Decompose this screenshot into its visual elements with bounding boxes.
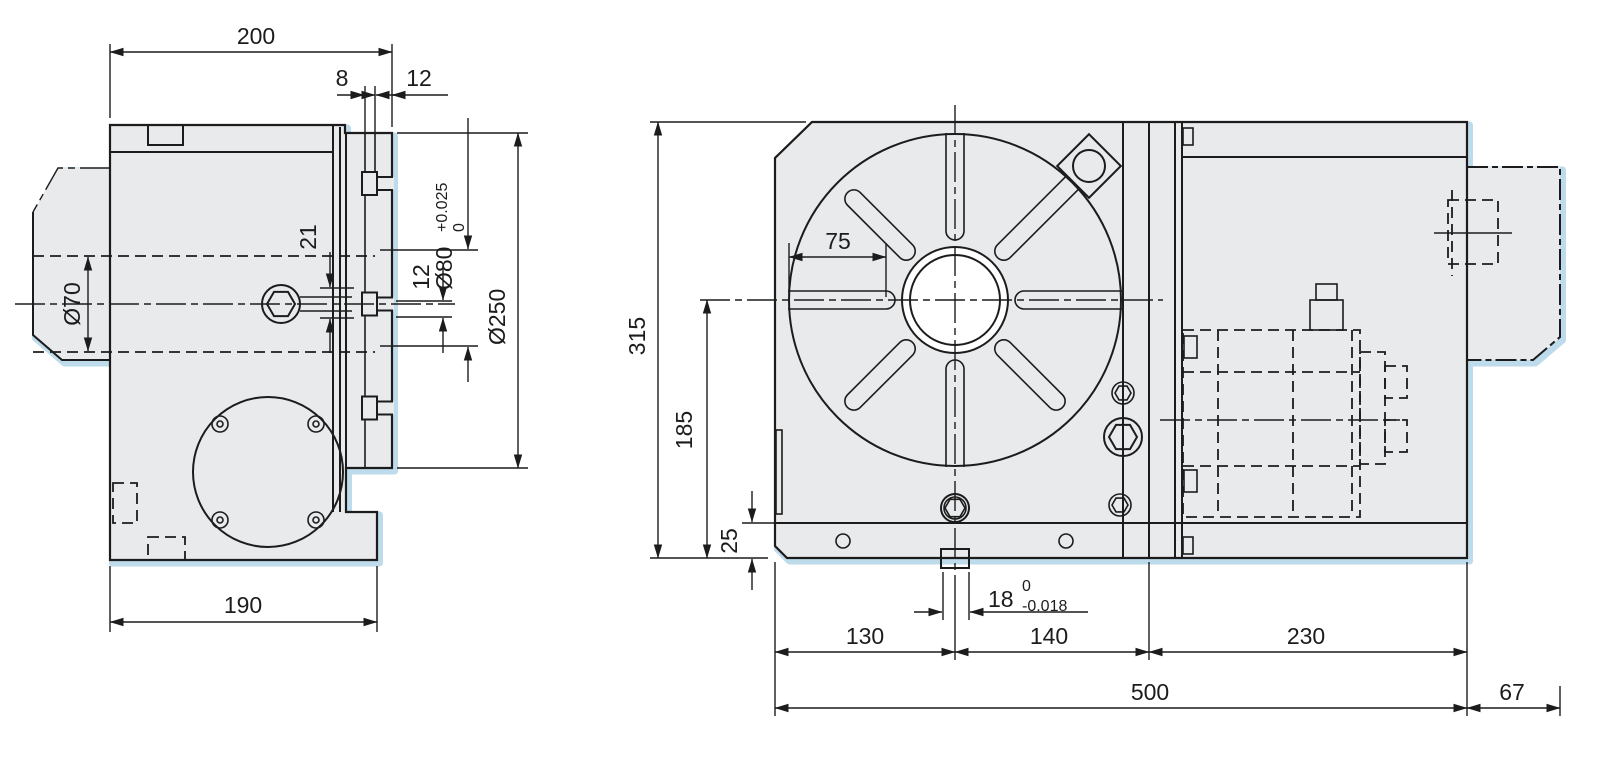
hex-screw bbox=[1108, 493, 1132, 517]
svg-text:0: 0 bbox=[451, 223, 468, 232]
front-mounting-tab bbox=[1466, 166, 1561, 361]
tab-connector bbox=[1434, 190, 1512, 276]
svg-text:Ø80: Ø80 bbox=[431, 247, 457, 290]
dim-500: 500 bbox=[1131, 679, 1169, 705]
base-hole bbox=[1058, 533, 1074, 549]
hex-screw bbox=[1111, 381, 1135, 405]
clamp-block bbox=[1055, 132, 1123, 200]
dim-12-slot: 12 bbox=[406, 65, 432, 91]
dim-table-250: Ø250 bbox=[484, 289, 510, 345]
t-slot-radial bbox=[1014, 290, 1122, 310]
front-view: 315 185 25 75 18 0 -0.018 bbox=[624, 105, 1566, 716]
t-slot-radial bbox=[844, 189, 917, 262]
dim-75: 75 bbox=[825, 228, 851, 254]
cover-screw bbox=[307, 511, 325, 529]
cover-screw bbox=[211, 511, 229, 529]
clamp-block-slot bbox=[993, 132, 1123, 262]
gear-cover-circle bbox=[192, 396, 344, 548]
dim-200: 200 bbox=[237, 23, 275, 49]
dim-140: 140 bbox=[1030, 623, 1068, 649]
drive-motor-hidden bbox=[1160, 283, 1408, 518]
locating-key bbox=[940, 548, 970, 569]
hex-plug bbox=[1103, 417, 1143, 457]
clamp-hole bbox=[1071, 149, 1106, 184]
dim-67: 67 bbox=[1499, 679, 1525, 705]
side-mounting-tab bbox=[32, 167, 110, 361]
svg-text:18: 18 bbox=[988, 586, 1014, 612]
side-view: 200 8 12 21 12 Ø70 bbox=[15, 23, 528, 632]
dim-315: 315 bbox=[624, 317, 650, 355]
dim-185: 185 bbox=[671, 411, 697, 449]
t-slot-radial bbox=[844, 338, 917, 411]
svg-text:-0.018: -0.018 bbox=[1022, 598, 1067, 615]
dim-spigot-80: Ø80 +0.025 0 bbox=[431, 183, 468, 290]
rotary-table-face bbox=[700, 105, 1163, 575]
front-fasteners bbox=[835, 381, 1143, 569]
dim-25: 25 bbox=[716, 528, 742, 554]
dim-bore-70: Ø70 bbox=[59, 282, 85, 325]
hex-bolt-center bbox=[940, 493, 970, 523]
dim-12-key: 12 bbox=[408, 264, 434, 290]
front-housing-body bbox=[773, 120, 1469, 560]
dim-8: 8 bbox=[336, 65, 349, 91]
dim-key-18: 18 0 -0.018 bbox=[988, 578, 1067, 615]
front-dimensions: 315 185 25 75 18 0 -0.018 bbox=[624, 121, 1561, 716]
dim-190: 190 bbox=[224, 592, 262, 618]
t-slot-profiles bbox=[361, 171, 394, 421]
svg-text:+0.025: +0.025 bbox=[434, 183, 451, 232]
dim-230: 230 bbox=[1287, 623, 1325, 649]
dim-130: 130 bbox=[846, 623, 884, 649]
dim-21: 21 bbox=[295, 224, 321, 250]
front-internal-edges bbox=[775, 122, 1467, 558]
t-slot bbox=[361, 171, 394, 196]
cover-screw bbox=[307, 415, 325, 433]
svg-text:0: 0 bbox=[1022, 578, 1031, 595]
base-hole bbox=[835, 533, 851, 549]
t-slot-radial bbox=[993, 338, 1066, 411]
t-slot bbox=[361, 395, 394, 421]
motor-connector-top bbox=[1315, 283, 1338, 301]
side-dimensions: 200 8 12 21 12 Ø70 bbox=[59, 23, 528, 632]
cover-screw bbox=[211, 415, 229, 433]
center-bolt bbox=[261, 284, 352, 324]
